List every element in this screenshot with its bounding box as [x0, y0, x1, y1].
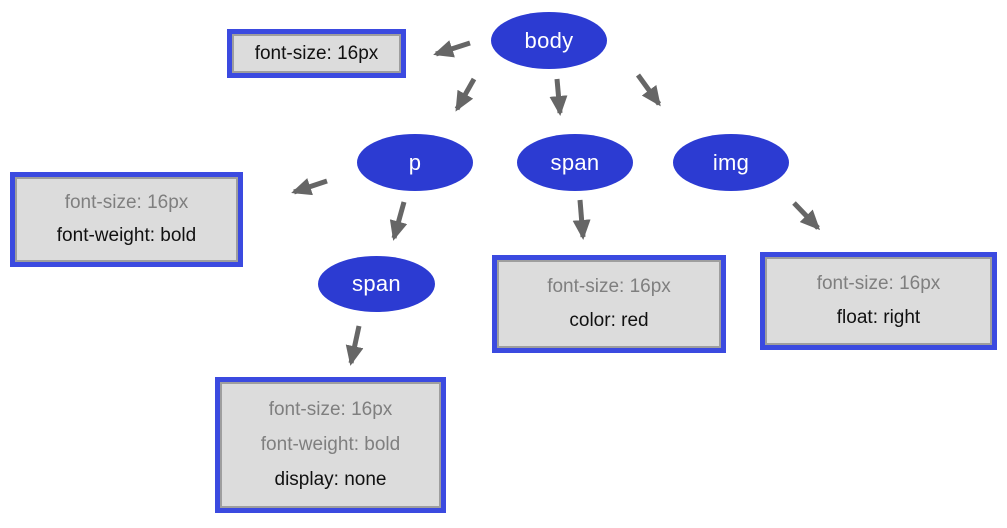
stylebox-span-in-body: font-size: 16px color: red: [492, 255, 726, 353]
edge-p-to-p-styles: [291, 178, 328, 196]
edge-body-to-span: [549, 78, 568, 116]
node-span-in-p-label: span: [352, 271, 401, 296]
node-img: img: [673, 134, 789, 191]
node-p: p: [357, 134, 473, 191]
node-body-label: body: [524, 27, 574, 53]
style-line: color: red: [569, 310, 649, 331]
style-line: font-weight: bold: [260, 434, 401, 455]
edge-img-to-img-styles: [792, 201, 821, 231]
style-line: font-size: 16px: [254, 42, 379, 64]
style-line: font-size: 16px: [816, 273, 941, 294]
style-line: font-weight: bold: [56, 225, 197, 246]
edge-body-to-body-styles: [433, 40, 471, 58]
style-line: font-size: 16px: [547, 276, 671, 297]
stylebox-span-in-p: font-size: 16px font-weight: bold displa…: [215, 377, 446, 513]
node-span-in-body: span: [517, 134, 633, 191]
style-line: display: none: [274, 469, 387, 490]
stylebox-p: font-size: 16px font-weight: bold: [10, 172, 243, 267]
edge-span-to-span-styles-bottom: [345, 325, 364, 366]
stylebox-body: font-size: 16px: [227, 29, 406, 78]
edge-p-to-span: [389, 201, 408, 241]
stylebox-img: font-size: 16px float: right: [760, 252, 997, 350]
node-span-in-p: span: [318, 256, 435, 312]
node-body: body: [491, 12, 607, 69]
style-line: font-size: 16px: [268, 399, 393, 420]
edge-body-to-img: [635, 73, 662, 107]
node-span-in-body-label: span: [550, 149, 600, 175]
edge-span-to-span-styles-mid: [572, 199, 591, 240]
node-img-label: img: [712, 149, 750, 175]
edge-body-to-p: [454, 77, 477, 112]
node-p-label: p: [408, 149, 422, 175]
style-line: font-size: 16px: [64, 192, 189, 213]
style-line: float: right: [836, 307, 921, 328]
